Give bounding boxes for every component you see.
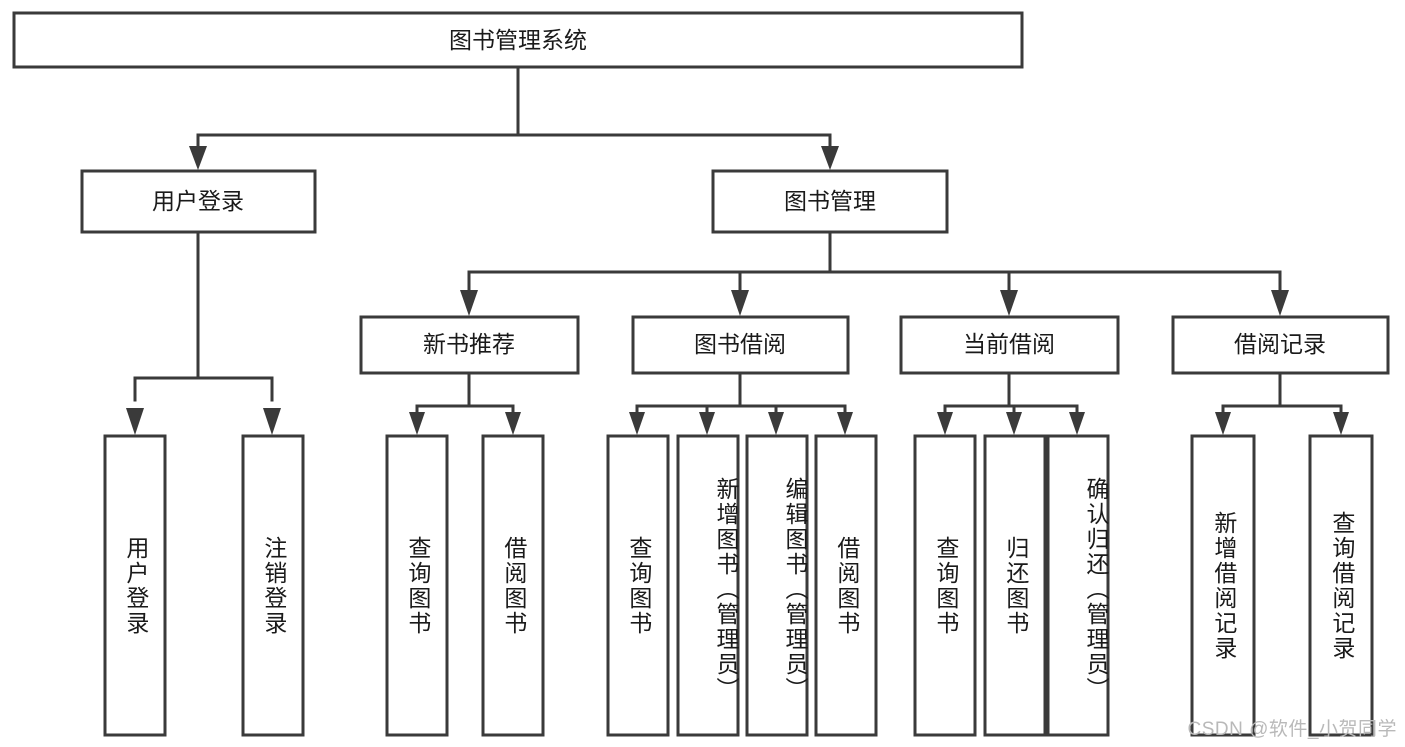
connector-root-to-level2	[189, 66, 839, 170]
leaf-new-book-1[interactable]	[385, 434, 449, 737]
leaf-current-borrow-3[interactable]	[1046, 434, 1110, 737]
leaf-current-borrow-1[interactable]	[913, 434, 977, 737]
new-book-recommend-label: 新书推荐	[423, 331, 515, 357]
node-current-borrow[interactable]	[899, 315, 1120, 375]
leaf-user-login-1[interactable]	[103, 434, 167, 737]
leaf-book-borrow-2[interactable]	[676, 434, 740, 737]
leaf-current-borrow-2[interactable]	[983, 434, 1047, 737]
node-new-book-recommend[interactable]	[359, 315, 580, 375]
leaf-new-book-2[interactable]	[481, 434, 545, 737]
connector-bookborrow-to-leaves	[629, 372, 853, 435]
book-borrow-label: 图书借阅	[694, 331, 786, 357]
connector-currentborrow-to-leaves	[937, 372, 1085, 435]
leaf-book-borrow-1[interactable]	[606, 434, 670, 737]
leaf-borrow-record-2[interactable]	[1308, 434, 1374, 737]
connector-borrowrecord-to-leaves	[1215, 372, 1349, 435]
borrow-record-label: 借阅记录	[1234, 331, 1326, 357]
node-borrow-record[interactable]	[1171, 315, 1390, 375]
node-user-login[interactable]	[80, 169, 317, 234]
connector-bookmgmt-to-level3	[460, 231, 1289, 316]
book-management-label: 图书管理	[784, 188, 876, 214]
leaf-book-borrow-4[interactable]	[814, 434, 878, 737]
connector-userlogin-to-leaves	[126, 231, 281, 435]
node-book-borrow[interactable]	[631, 315, 850, 375]
root-label: 图书管理系统	[449, 27, 587, 53]
user-login-label: 用户登录	[152, 188, 244, 214]
node-book-management[interactable]	[711, 169, 949, 234]
leaf-user-login-2[interactable]	[241, 434, 305, 737]
csdn-watermark: CSDN @软件_小贺同学	[1187, 719, 1397, 740]
leaf-borrow-record-1[interactable]	[1190, 434, 1256, 737]
connector-newbook-to-leaves	[409, 372, 521, 435]
current-borrow-label: 当前借阅	[963, 331, 1055, 357]
leaf-book-borrow-3[interactable]	[745, 434, 809, 737]
node-root[interactable]	[12, 11, 1024, 69]
